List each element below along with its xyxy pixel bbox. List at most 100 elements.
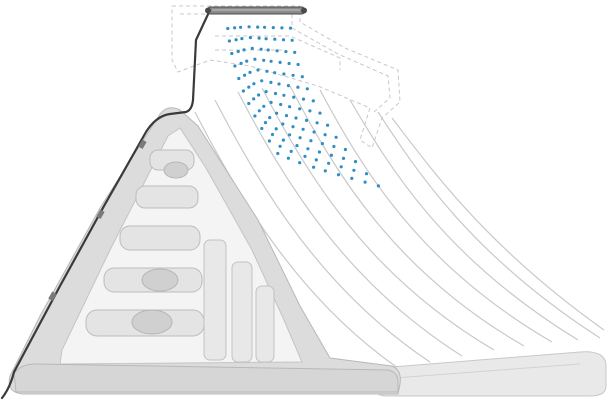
support-pillar [203, 239, 227, 361]
lane-line [214, 99, 431, 363]
water-droplet [253, 114, 257, 118]
hose-clamp [48, 291, 57, 301]
water-droplet [243, 73, 247, 77]
platform-frame-wall [215, 35, 341, 70]
water-droplet [289, 149, 293, 153]
water-droplet [275, 49, 279, 53]
hose-clamp [138, 139, 147, 149]
water-droplet [227, 39, 231, 43]
water-droplet [301, 127, 305, 131]
water-droplet [242, 48, 246, 52]
water-droplet [339, 165, 343, 169]
water-droplet [239, 61, 243, 65]
water-droplet [312, 165, 316, 169]
water-droplet [295, 144, 299, 148]
water-droplet [305, 87, 309, 91]
water-droplet [291, 125, 295, 129]
water-droplet [312, 130, 316, 134]
support-pillar [231, 261, 253, 363]
water-droplet [274, 127, 278, 131]
water-droplet [288, 105, 292, 109]
water-droplet [298, 107, 302, 111]
water-droplet [262, 104, 266, 108]
water-droplet [263, 121, 268, 125]
water-droplet [273, 37, 277, 41]
water-droplet [278, 60, 282, 64]
sprinkler-manifold [205, 6, 307, 15]
slide-edge [391, 117, 605, 331]
water-droplet [237, 76, 241, 81]
water-droplet [317, 150, 321, 154]
water-droplet [266, 48, 270, 52]
water-droplet [363, 180, 367, 184]
water-droplet [248, 36, 252, 40]
water-droplet [262, 58, 266, 62]
water-droplet [298, 136, 302, 140]
lane-line [377, 111, 601, 339]
water-droplet [315, 121, 319, 125]
water-droplet [290, 38, 294, 42]
water-droplet [267, 139, 271, 143]
water-droplet [304, 118, 309, 122]
water-droplet [275, 111, 279, 115]
climbing-hold [163, 161, 189, 179]
water-droplet [303, 154, 307, 158]
water-droplet [353, 160, 358, 164]
water-droplet [270, 132, 275, 137]
water-droplet [230, 51, 234, 56]
water-droplet [253, 57, 257, 61]
water-droplet [286, 84, 290, 88]
water-droplet [278, 144, 282, 148]
water-droplet [332, 144, 336, 149]
water-droplet [234, 38, 238, 42]
water-droplet [265, 69, 269, 73]
water-droplet [296, 85, 300, 89]
runout-pool [373, 351, 607, 397]
water-droplet [282, 93, 286, 97]
water-droplet [260, 79, 264, 83]
water-droplet [281, 38, 286, 42]
water-droplet [269, 100, 273, 104]
lane-line [289, 85, 525, 347]
slide-base-bumper [13, 363, 399, 393]
water-droplet [239, 25, 243, 29]
lane-line [194, 111, 399, 369]
water-droplet [292, 95, 296, 99]
water-droplet [257, 93, 261, 97]
water-droplet [288, 133, 292, 137]
water-droplet [352, 168, 356, 172]
water-spray [226, 25, 380, 188]
water-droplet [350, 176, 354, 180]
water-droplet [311, 99, 315, 103]
water-droplet [308, 109, 312, 113]
climbing-hold [131, 309, 173, 335]
water-droplet [247, 25, 251, 29]
water-droplet [273, 91, 278, 96]
support-pillars [203, 239, 275, 363]
water-droplet [260, 126, 264, 131]
water-droplet [245, 59, 249, 63]
water-droplet [291, 73, 295, 77]
hose-clamp [96, 209, 105, 219]
water-droplet [247, 101, 251, 106]
water-droplet [241, 89, 245, 93]
water-droplet [252, 97, 256, 101]
water-droplet [376, 184, 380, 188]
hose-clamps [48, 139, 147, 301]
water-droplet [256, 25, 260, 29]
water-droplet [326, 123, 330, 127]
water-droplet [364, 172, 369, 176]
platform-frame-inner [180, 13, 391, 113]
water-droplet [284, 50, 288, 54]
water-droplet [323, 169, 327, 173]
water-droplet [259, 47, 263, 51]
water-droplet [281, 122, 285, 126]
water-droplet [320, 142, 324, 146]
water-droplet [284, 114, 289, 118]
water-droplet [280, 26, 284, 30]
water-droplet [343, 147, 347, 152]
water-droplet [327, 161, 331, 165]
water-droplet [269, 59, 273, 63]
support-pillar [255, 285, 275, 363]
water-droplet [281, 138, 285, 142]
